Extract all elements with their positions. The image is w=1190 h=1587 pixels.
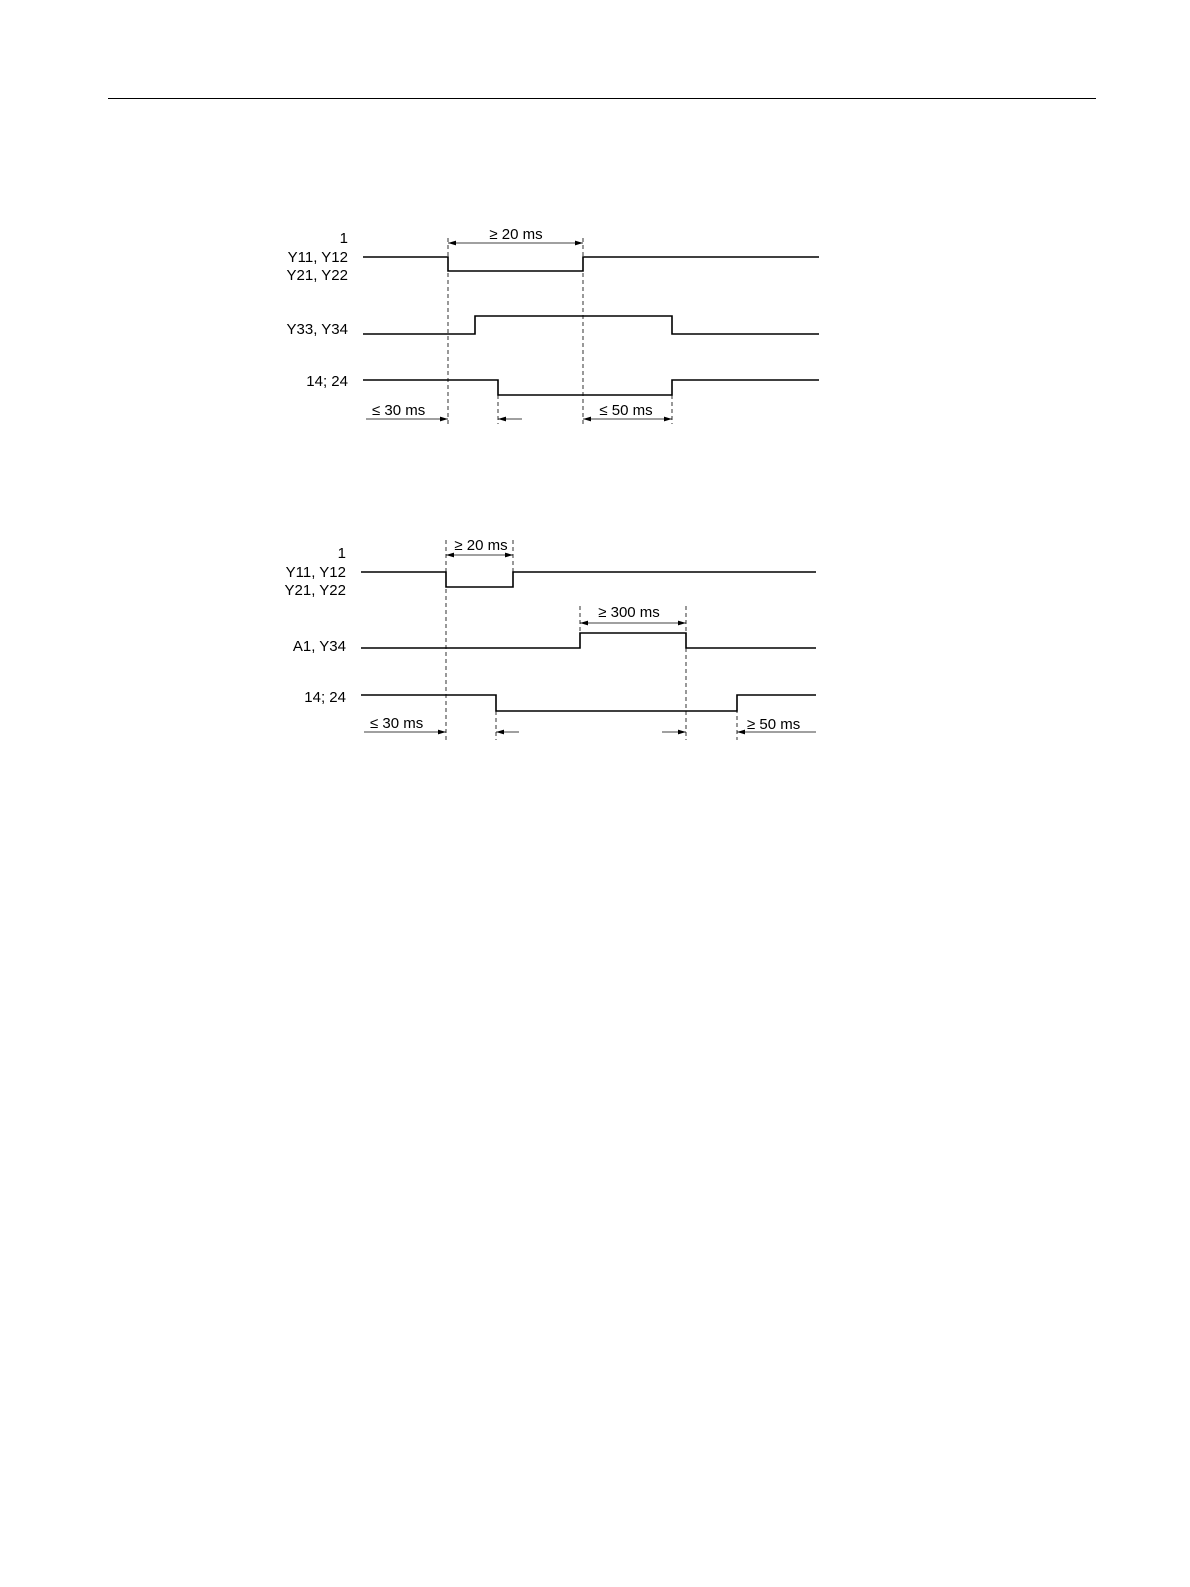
- signal-label: 1: [338, 545, 346, 562]
- signal-label: A1, Y34: [293, 638, 346, 655]
- dimension-label: ≥ 300 ms: [598, 604, 660, 621]
- timing-diagram-2: 1 Y11, Y12 Y21, Y22 A1, Y34 14; 24 ≥ 20 …: [0, 0, 1190, 800]
- waveform-supply: [361, 633, 816, 648]
- dimension-label: ≥ 50 ms: [747, 716, 800, 733]
- signal-label: 14; 24: [304, 689, 346, 706]
- waveform-output: [361, 695, 816, 711]
- dimension-label: ≥ 20 ms: [454, 537, 507, 554]
- dimension-label: ≤ 30 ms: [370, 715, 423, 732]
- waveform-input: [361, 572, 816, 587]
- signal-label: Y11, Y12: [286, 564, 346, 581]
- signal-label: Y21, Y22: [285, 582, 346, 599]
